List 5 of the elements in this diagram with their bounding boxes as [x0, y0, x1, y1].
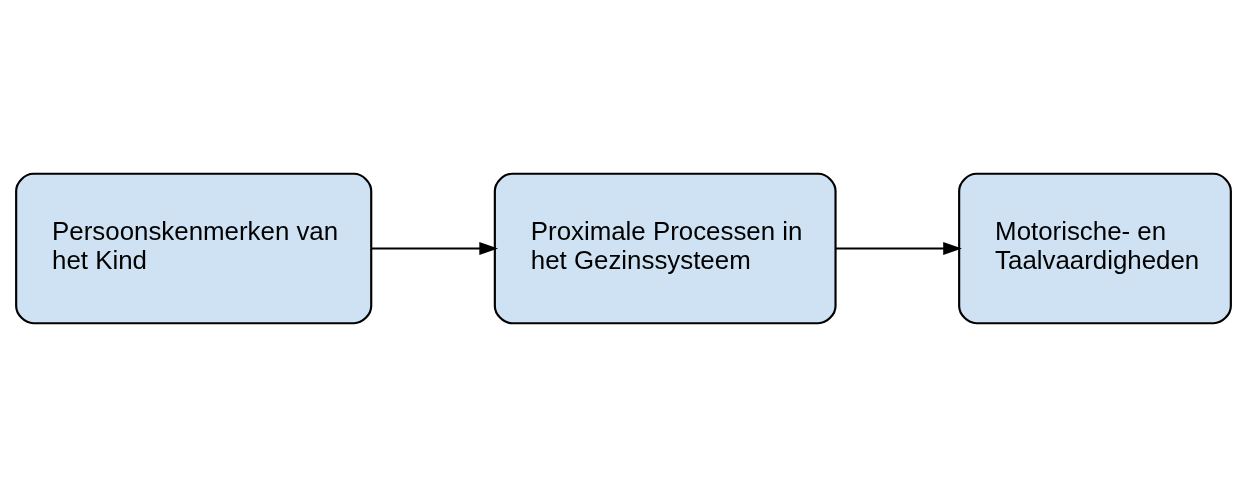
- arrow: [836, 241, 962, 256]
- arrow: [371, 241, 499, 256]
- node-box: Proximale Processen in het Gezinssysteem: [493, 172, 837, 325]
- node-box: Motorische- en Taalvaardigheden: [958, 172, 1232, 325]
- node-box: Persoonskenmerken van het Kind: [15, 172, 373, 325]
